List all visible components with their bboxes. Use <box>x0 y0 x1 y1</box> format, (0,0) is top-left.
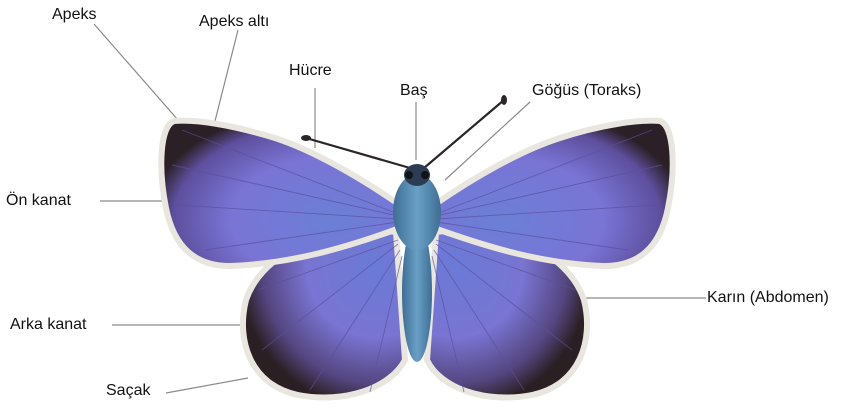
antenna-right <box>424 100 504 168</box>
label-arka-kanat: Arka kanat <box>10 316 86 334</box>
label-bas: Baş <box>400 82 428 100</box>
antenna-right-club <box>501 95 507 105</box>
label-sacak: Saçak <box>106 382 150 400</box>
leader-line-apeks-alti <box>215 30 238 121</box>
label-gogus: Göğüs (Toraks) <box>532 82 641 100</box>
label-apeks: Apeks <box>52 6 96 24</box>
leader-line-apeks <box>94 24 178 120</box>
antennae <box>306 100 504 168</box>
eye-right <box>421 171 429 179</box>
antenna-left-club <box>301 135 311 141</box>
label-karin: Karın (Abdomen) <box>707 289 829 307</box>
eye-left <box>405 171 413 179</box>
label-apeks-alti: Apeks altı <box>199 13 269 31</box>
label-on-kanat: Ön kanat <box>6 192 71 210</box>
label-hucre: Hücre <box>289 62 332 80</box>
leader-line-sacak <box>166 378 248 393</box>
